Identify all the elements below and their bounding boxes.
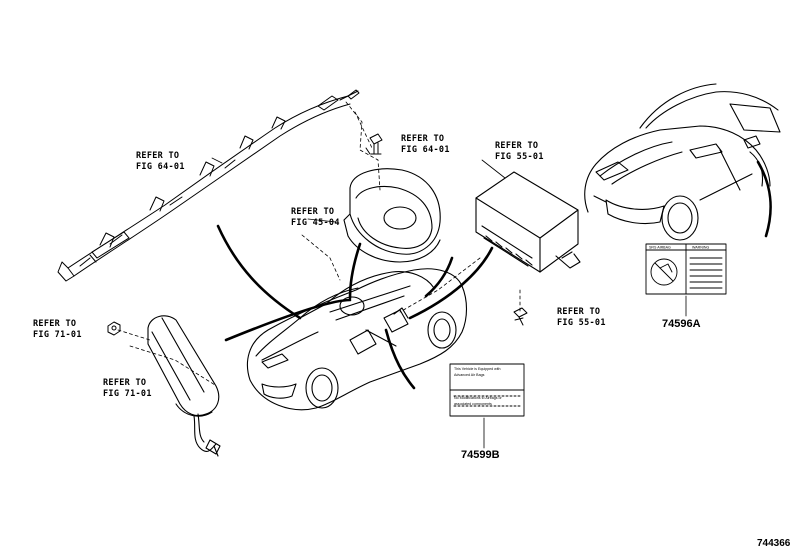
label-b-line3: No Modifications to Airbags or bbox=[454, 396, 503, 400]
dash-bolt[interactable] bbox=[513, 307, 528, 326]
ref-curtain-airbag-line1: REFER TO bbox=[136, 151, 180, 161]
info-label-b bbox=[449, 363, 525, 449]
ref-steering-pad[interactable]: REFER TO FIG 45-04 bbox=[291, 207, 340, 229]
ref-dash-bolt-line1: REFER TO bbox=[557, 307, 601, 317]
curtain-airbag[interactable] bbox=[57, 89, 360, 282]
ref-steering-pad-line2: FIG 45-04 bbox=[291, 218, 340, 228]
part-number-label-a[interactable]: 74596A bbox=[662, 318, 701, 330]
ref-clip-bolt-line2: FIG 64-01 bbox=[401, 145, 450, 155]
ref-seat-airbag-line1: REFER TO bbox=[103, 378, 147, 388]
label-b-line4: associated components bbox=[454, 402, 492, 406]
ref-seat-airbag[interactable]: REFER TO FIG 71-01 bbox=[103, 378, 152, 400]
ref-dash-airbag[interactable]: REFER TO FIG 55-01 bbox=[495, 141, 544, 163]
steering-wheel-airbag[interactable] bbox=[343, 168, 441, 263]
ref-curtain-airbag-line2: FIG 64-01 bbox=[136, 162, 185, 172]
warning-label-a bbox=[645, 243, 727, 317]
center-car-illustration bbox=[246, 268, 468, 411]
ref-dash-airbag-line1: REFER TO bbox=[495, 141, 539, 151]
seat-airbag[interactable] bbox=[147, 315, 221, 457]
diagram-number: 744366 bbox=[757, 538, 791, 549]
ref-seat-nut[interactable]: REFER TO FIG 71-01 bbox=[33, 319, 82, 341]
passenger-airbag-module[interactable] bbox=[475, 171, 581, 273]
leader-lines bbox=[117, 101, 521, 386]
seat-nut[interactable] bbox=[107, 321, 121, 336]
ref-seat-nut-line1: REFER TO bbox=[33, 319, 77, 329]
ref-dash-bolt-line2: FIG 55-01 bbox=[557, 318, 606, 328]
ref-clip-bolt[interactable]: REFER TO FIG 64-01 bbox=[401, 134, 450, 156]
label-a-small: SRS AIRBAG bbox=[649, 246, 671, 250]
label-b-line2: Advanced Air Bags bbox=[454, 373, 485, 377]
ref-dash-airbag-line2: FIG 55-01 bbox=[495, 152, 544, 162]
ref-seat-airbag-line2: FIG 71-01 bbox=[103, 389, 152, 399]
label-b-line1: This Vehicle is Equipped with bbox=[454, 367, 501, 371]
right-car-illustration bbox=[584, 83, 781, 241]
label-a-warning: WARNING bbox=[692, 246, 709, 250]
callout-arcs bbox=[216, 224, 494, 390]
part-number-label-b[interactable]: 74599B bbox=[461, 449, 500, 461]
right-callout-arc bbox=[756, 160, 772, 238]
ref-curtain-airbag[interactable]: REFER TO FIG 64-01 bbox=[136, 151, 185, 173]
clip-bolt[interactable] bbox=[365, 133, 383, 155]
ref-dash-bolt[interactable]: REFER TO FIG 55-01 bbox=[557, 307, 606, 329]
ref-seat-nut-line2: FIG 71-01 bbox=[33, 330, 82, 340]
ref-clip-bolt-line1: REFER TO bbox=[401, 134, 445, 144]
ref-steering-pad-line1: REFER TO bbox=[291, 207, 335, 217]
